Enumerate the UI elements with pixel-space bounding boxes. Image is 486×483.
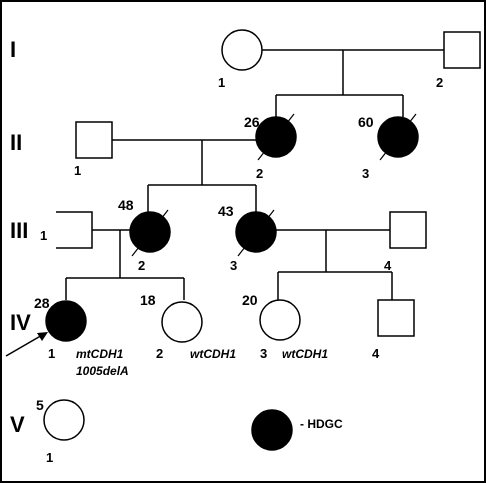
individual-number-i2: 2 — [436, 75, 443, 90]
legend-label-hdgc: - HDGC — [300, 417, 343, 431]
individual-iii4-male — [389, 211, 427, 249]
individual-number-iii3: 3 — [230, 258, 237, 273]
individual-i2-male — [443, 31, 481, 69]
individual-number-ii1: 1 — [74, 163, 81, 178]
individual-iv1-affected-female-proband — [45, 300, 87, 342]
proband-arrow-head — [37, 332, 48, 341]
generation-label-iv: IV — [10, 310, 31, 335]
deceased-slash-ii2 — [257, 113, 295, 161]
generation-label-ii: II — [10, 130, 22, 155]
individual-number-iv2: 2 — [156, 346, 163, 361]
individual-number-iii2: 2 — [138, 258, 145, 273]
generation-label-i: I — [10, 37, 16, 62]
age-iv3: 20 — [242, 292, 258, 308]
individual-iii3-affected-female — [235, 211, 277, 253]
age-iv2: 18 — [140, 292, 156, 308]
deceased-slash-iii3 — [237, 209, 275, 257]
individual-number-iii4: 4 — [384, 258, 392, 273]
individual-ii1-male — [75, 121, 113, 159]
individual-iii2-affected-female — [129, 211, 171, 253]
individual-i1-female — [221, 29, 263, 71]
legend-affected-symbol — [251, 409, 293, 451]
individual-iv2-female — [161, 301, 203, 343]
genotype-iv2: wtCDH1 — [190, 347, 236, 361]
genotype-iv1-line2: 1005delA — [76, 364, 129, 378]
deceased-slash-iii2 — [131, 209, 169, 257]
individual-number-v1: 1 — [46, 450, 53, 465]
individual-number-i1: 1 — [218, 75, 225, 90]
individual-iii1-male — [56, 211, 93, 249]
genotype-iv1-line1: mtCDH1 — [76, 347, 124, 361]
age-ii2: 26 — [244, 114, 260, 130]
age-iii3: 43 — [218, 203, 234, 219]
deceased-slash-ii3 — [379, 113, 417, 161]
individual-number-iii1: 1 — [40, 228, 47, 243]
individual-number-iv1: 1 — [48, 346, 55, 361]
age-ii3: 60 — [358, 114, 374, 130]
age-iv1: 28 — [34, 295, 50, 311]
age-iii2: 48 — [118, 197, 134, 213]
individual-iv3-female — [259, 299, 301, 341]
generation-label-iii: III — [10, 218, 28, 243]
genotype-iv3: wtCDH1 — [282, 347, 328, 361]
generation-label-v: V — [10, 412, 25, 437]
proband-arrow — [5, 333, 45, 357]
individual-number-iv4: 4 — [372, 346, 380, 361]
individual-number-ii3: 3 — [362, 166, 369, 181]
individual-iv4-male — [377, 299, 415, 337]
individual-number-iv3: 3 — [260, 346, 267, 361]
individual-number-ii2: 2 — [256, 166, 263, 181]
age-v1: 5 — [36, 397, 44, 413]
individual-v1-female — [43, 399, 85, 441]
